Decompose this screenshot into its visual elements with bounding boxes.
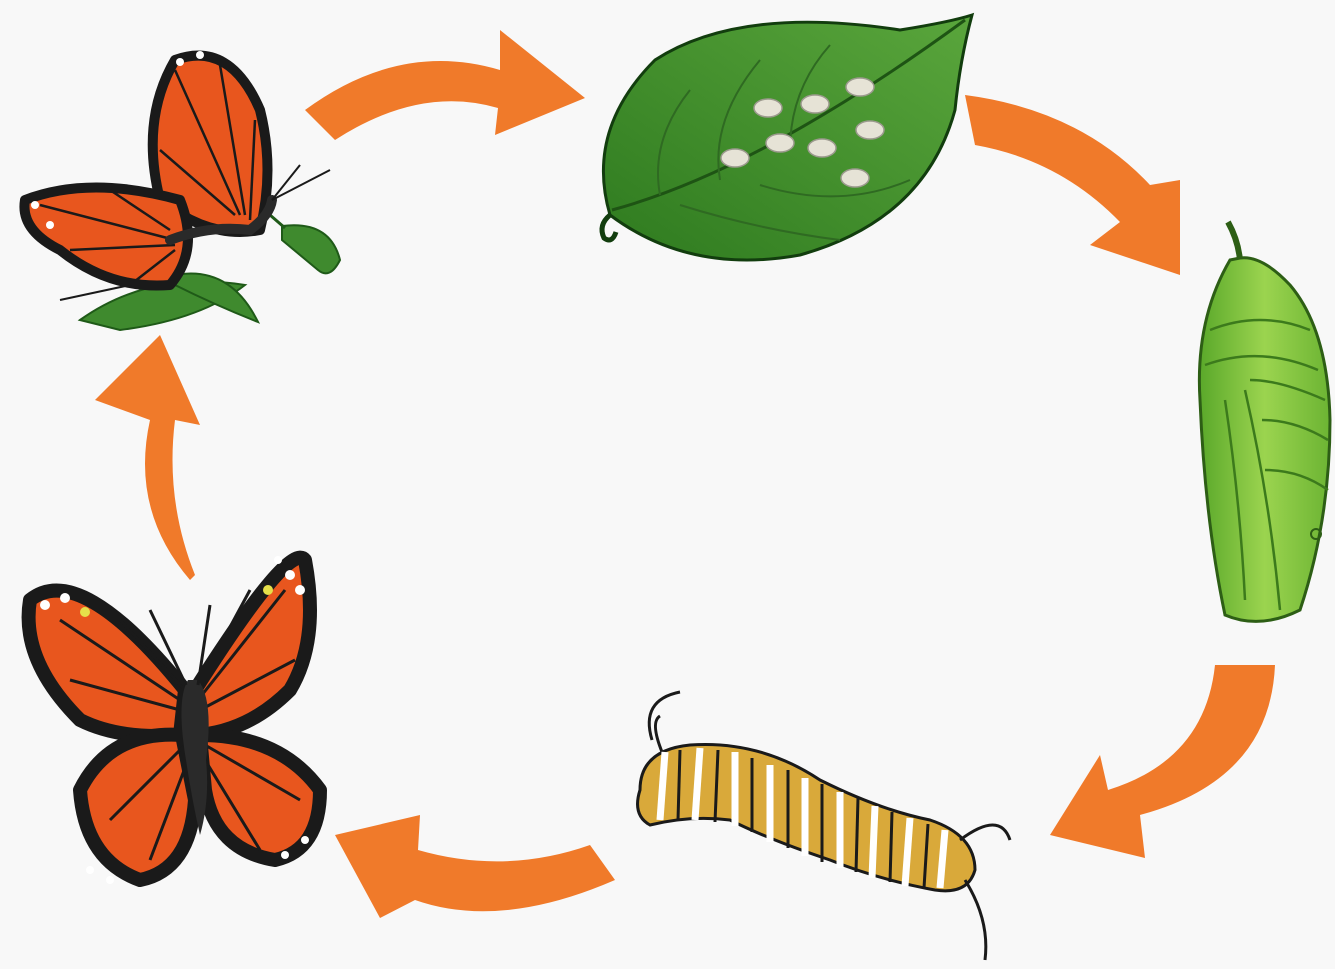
mating-butterflies-icon — [24, 51, 340, 330]
caterpillar-icon — [638, 692, 1010, 960]
arrow-chrysalis-to-caterpillar — [1050, 665, 1275, 858]
butterfly-icon — [29, 556, 320, 884]
arrow-mating-to-eggs — [305, 30, 585, 140]
arrow-butterfly-to-mating — [95, 335, 200, 580]
eggs-on-leaf-icon — [602, 15, 972, 260]
chrysalis-icon — [1199, 222, 1330, 621]
arrow-caterpillar-to-butterfly — [335, 815, 615, 918]
arrow-eggs-to-chrysalis — [965, 95, 1180, 275]
